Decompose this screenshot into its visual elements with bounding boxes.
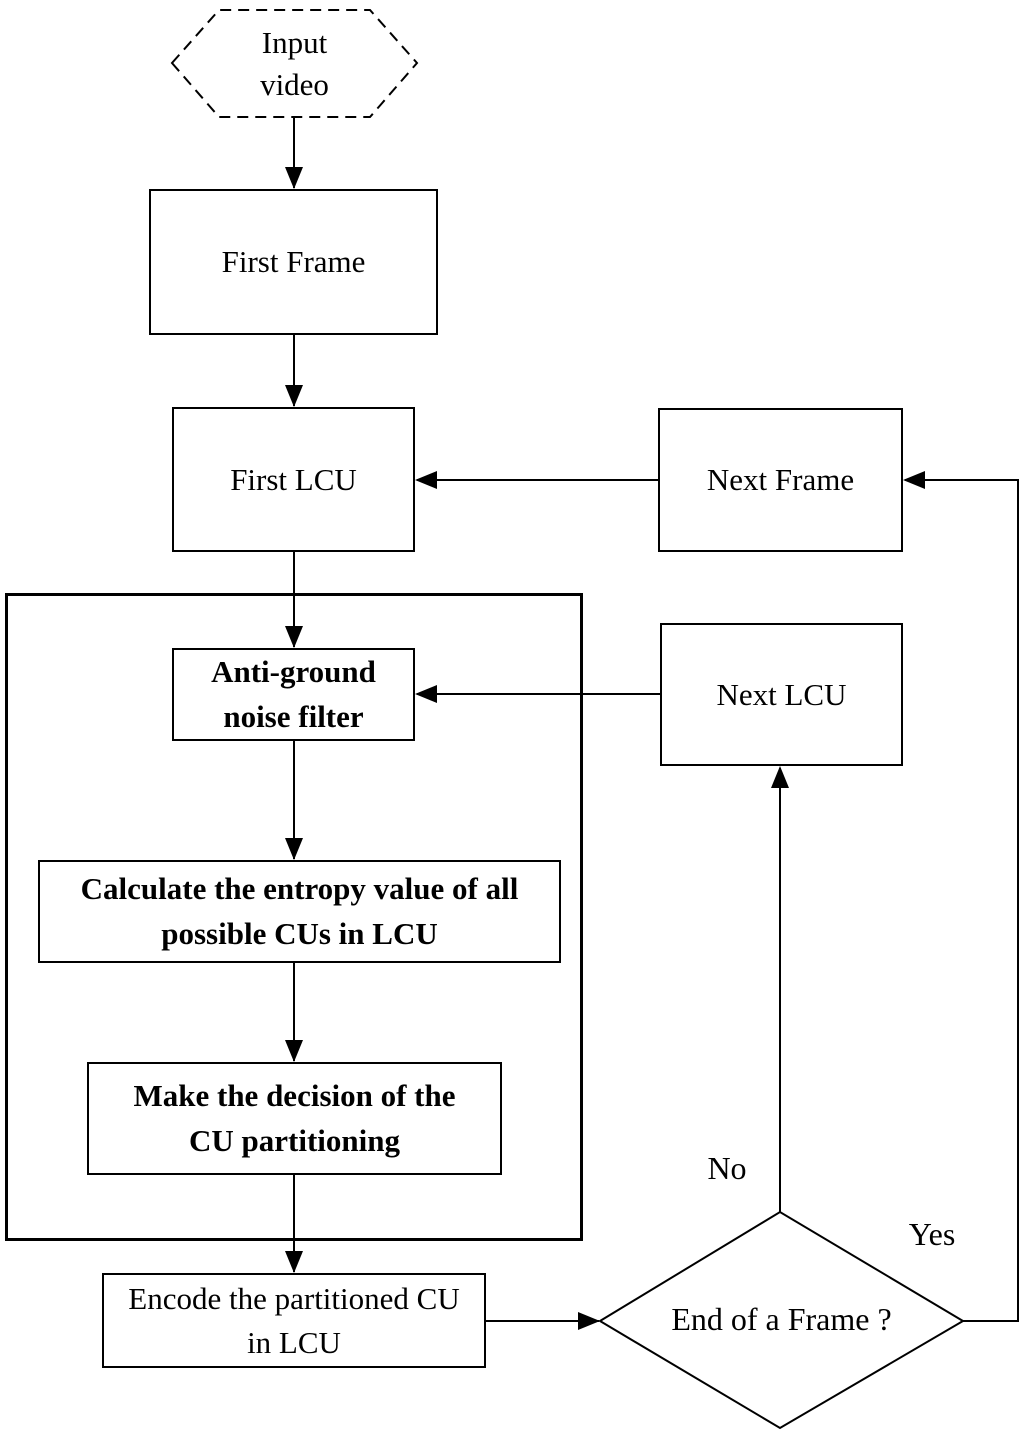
edge-next-lcu-to-anti-ground [415,685,660,703]
edge-label-no: No [707,1150,747,1187]
node-input-video-label: Input video [260,24,329,102]
edge-next-frame-to-first-lcu [415,471,658,489]
edge-end-of-frame-no-to-next-lcu [771,766,789,1212]
edge-anti-ground-to-calculate [285,741,303,860]
node-next-lcu: Next LCU [660,623,903,766]
input-video-hexagon-shape [170,9,419,118]
edge-calculate-to-decision [285,963,303,1062]
node-cu-partition-decision: Make the decision of the CU partitioning [87,1062,502,1175]
node-next-frame: Next Frame [658,408,903,552]
edge-input-to-first-frame [285,117,303,189]
edge-first-frame-to-first-lcu [285,335,303,407]
edge-first-lcu-to-anti-ground [285,552,303,648]
node-anti-ground-noise-filter: Anti-ground noise filter [172,648,415,741]
edge-label-yes: Yes [908,1216,956,1253]
node-calculate-entropy: Calculate the entropy value of all possi… [38,860,561,963]
edge-decision-to-encode [285,1175,303,1273]
node-first-frame: First Frame [149,189,438,335]
node-end-of-frame-label: End of a Frame ? [671,1301,892,1338]
node-first-lcu: First LCU [172,407,415,552]
node-encode-cu: Encode the partitioned CU in LCU [102,1273,486,1368]
edge-end-of-frame-yes-to-next-frame [903,471,1019,1322]
edge-encode-to-end-of-frame [486,1312,600,1330]
